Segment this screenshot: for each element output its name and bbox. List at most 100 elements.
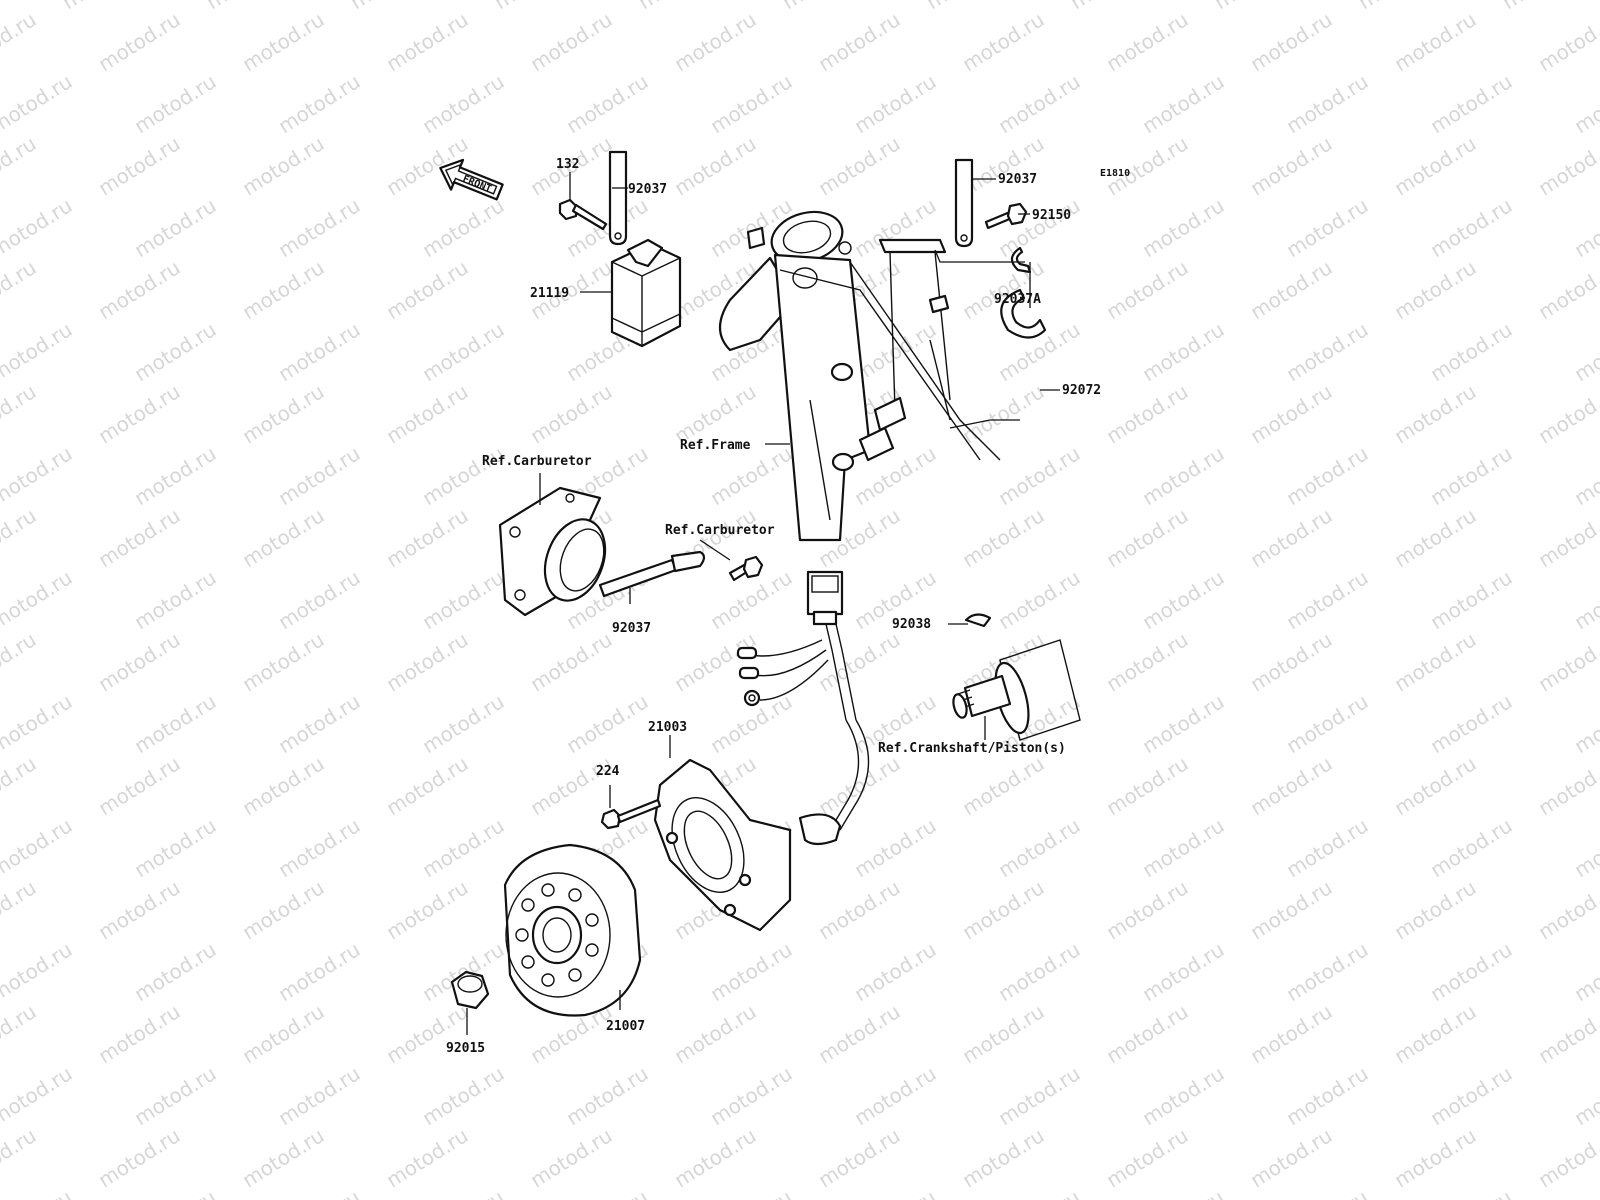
watermark-text: motod.ru xyxy=(0,503,40,572)
watermark-text: motod.ru xyxy=(1282,937,1373,1006)
watermark-text: motod.ru xyxy=(1534,7,1600,76)
watermark-text: motod.ru xyxy=(1138,565,1229,634)
watermark-text: motod.ru xyxy=(1282,1061,1373,1130)
watermark-text: motod.ru xyxy=(706,1061,797,1130)
watermark-text: motod.ru xyxy=(382,875,473,944)
watermark-text: motod.ru xyxy=(1138,689,1229,758)
watermark-text: motod.ru xyxy=(238,1123,329,1192)
watermark-text: motod.ru xyxy=(1246,1123,1337,1192)
watermark-text: motod.ru xyxy=(274,193,365,262)
watermark-text: motod.ru xyxy=(1138,193,1229,262)
watermark-text: motod.ru xyxy=(238,255,329,324)
watermark-text: motod.ru xyxy=(1246,875,1337,944)
watermark-text: motod.ru xyxy=(94,751,185,820)
watermark-text: motod.ru xyxy=(238,751,329,820)
watermark-text: motod.ru xyxy=(814,627,905,696)
watermark-text: motod.ru xyxy=(1102,875,1193,944)
callout-21003: 21003 xyxy=(648,720,687,735)
callout-92015: 92015 xyxy=(446,1041,485,1056)
watermark-text: motod.ru xyxy=(0,689,76,758)
watermark-text: motod.ru xyxy=(1426,69,1517,138)
callout-ref-frame: Ref.Frame xyxy=(680,438,751,453)
watermark-text: motod.ru xyxy=(1282,441,1373,510)
watermark-text: motod.ru xyxy=(1102,751,1193,820)
watermark-text: motod.ru xyxy=(1138,1061,1229,1130)
watermark-text: motod.ru xyxy=(1102,627,1193,696)
watermark-text: motod.ru xyxy=(1534,131,1600,200)
watermark-text: motod.ru xyxy=(706,937,797,1006)
watermark-text: motod.ru xyxy=(1426,937,1517,1006)
bolt-carburetor xyxy=(728,555,764,582)
callout-ref-carburetor-left: Ref.Carburetor xyxy=(482,454,592,469)
callout-ref-carburetor-right: Ref.Carburetor xyxy=(665,523,775,538)
watermark-text: motod.ru xyxy=(0,317,76,386)
watermark-text: motod.ru xyxy=(0,751,40,820)
watermark-text: motod.ru xyxy=(778,0,869,14)
watermark-text: motod.ru xyxy=(1426,193,1517,262)
watermark-text: motod.ru xyxy=(526,751,617,820)
watermark-text: motod.ru xyxy=(94,627,185,696)
watermark-text: motod.ru xyxy=(1426,689,1517,758)
watermark-text: motod.ru xyxy=(850,937,941,1006)
watermark-text: motod.ru xyxy=(1390,751,1481,820)
watermark-text: motod.ru xyxy=(94,131,185,200)
watermark-text: motod.ru xyxy=(958,379,1049,448)
watermark-text: motod.ru xyxy=(238,875,329,944)
watermark-text: motod.ru xyxy=(1570,1185,1600,1200)
watermark-text: motod.ru xyxy=(382,503,473,572)
watermark-text: motod.ru xyxy=(94,999,185,1068)
bracket-92037-middle xyxy=(598,550,706,598)
watermark-text: motod.ru xyxy=(1102,1123,1193,1192)
watermark-text: motod.ru xyxy=(0,7,40,76)
watermark-text: motod.ru xyxy=(1282,565,1373,634)
bolt-224 xyxy=(600,798,662,830)
watermark-text: motod.ru xyxy=(0,937,76,1006)
watermark-text: motod.ru xyxy=(1498,0,1589,14)
watermark-text: motod.ru xyxy=(994,441,1085,510)
watermark-text: motod.ru xyxy=(1246,255,1337,324)
watermark-text: motod.ru xyxy=(1246,7,1337,76)
watermark-text: motod.ru xyxy=(1390,379,1481,448)
watermark-text: motod.ru xyxy=(1570,193,1600,262)
watermark-text: motod.ru xyxy=(1102,7,1193,76)
leader-lines xyxy=(466,172,1060,1035)
watermark-text: motod.ru xyxy=(1570,441,1600,510)
watermark-text: motod.ru xyxy=(0,379,40,448)
watermark-text: motod.ru xyxy=(418,813,509,882)
watermark-text: motod.ru xyxy=(1426,1061,1517,1130)
watermark-text: motod.ru xyxy=(274,441,365,510)
watermark-text: motod.ru xyxy=(1138,317,1229,386)
watermark-text: motod.ru xyxy=(994,813,1085,882)
watermark-text: motod.ru xyxy=(526,7,617,76)
watermark-text: motod.ru xyxy=(94,7,185,76)
watermark-text: motod.ru xyxy=(1390,131,1481,200)
callout-224: 224 xyxy=(596,764,620,779)
watermark-text: motod.ru xyxy=(418,1061,509,1130)
watermark-text: motod.ru xyxy=(274,1185,365,1200)
watermark-text: motod.ru xyxy=(418,565,509,634)
diagram-id: E1810 xyxy=(1100,168,1130,179)
watermark-text: motod.ru xyxy=(526,1123,617,1192)
watermark-text: motod.ru xyxy=(634,0,725,14)
watermark-text: motod.ru xyxy=(238,627,329,696)
cdi-unit-21119 xyxy=(610,238,682,348)
watermark-text: motod.ru xyxy=(814,1123,905,1192)
watermark-text: motod.ru xyxy=(850,813,941,882)
watermark-text: motod.ru xyxy=(1102,131,1193,200)
watermark-text: motod.ru xyxy=(1390,1123,1481,1192)
watermark-text: motod.ru xyxy=(418,1185,509,1200)
callout-92037-top-right: 92037 xyxy=(998,172,1037,187)
watermark-text: motod.ru xyxy=(1534,503,1600,572)
watermark-text: motod.ru xyxy=(1390,7,1481,76)
watermark-text: motod.ru xyxy=(94,379,185,448)
watermark-text: motod.ru xyxy=(526,379,617,448)
watermark-text: motod.ru xyxy=(958,751,1049,820)
watermark-text: motod.ru xyxy=(994,565,1085,634)
watermark-text: motod.ru xyxy=(1390,627,1481,696)
watermark-text: motod.ru xyxy=(1390,875,1481,944)
watermark-text: motod.ru xyxy=(1534,379,1600,448)
callout-21007: 21007 xyxy=(606,1019,645,1034)
watermark-text: motod.ru xyxy=(922,0,1013,14)
callout-92037-middle: 92037 xyxy=(612,621,651,636)
watermark-text: motod.ru xyxy=(0,565,76,634)
